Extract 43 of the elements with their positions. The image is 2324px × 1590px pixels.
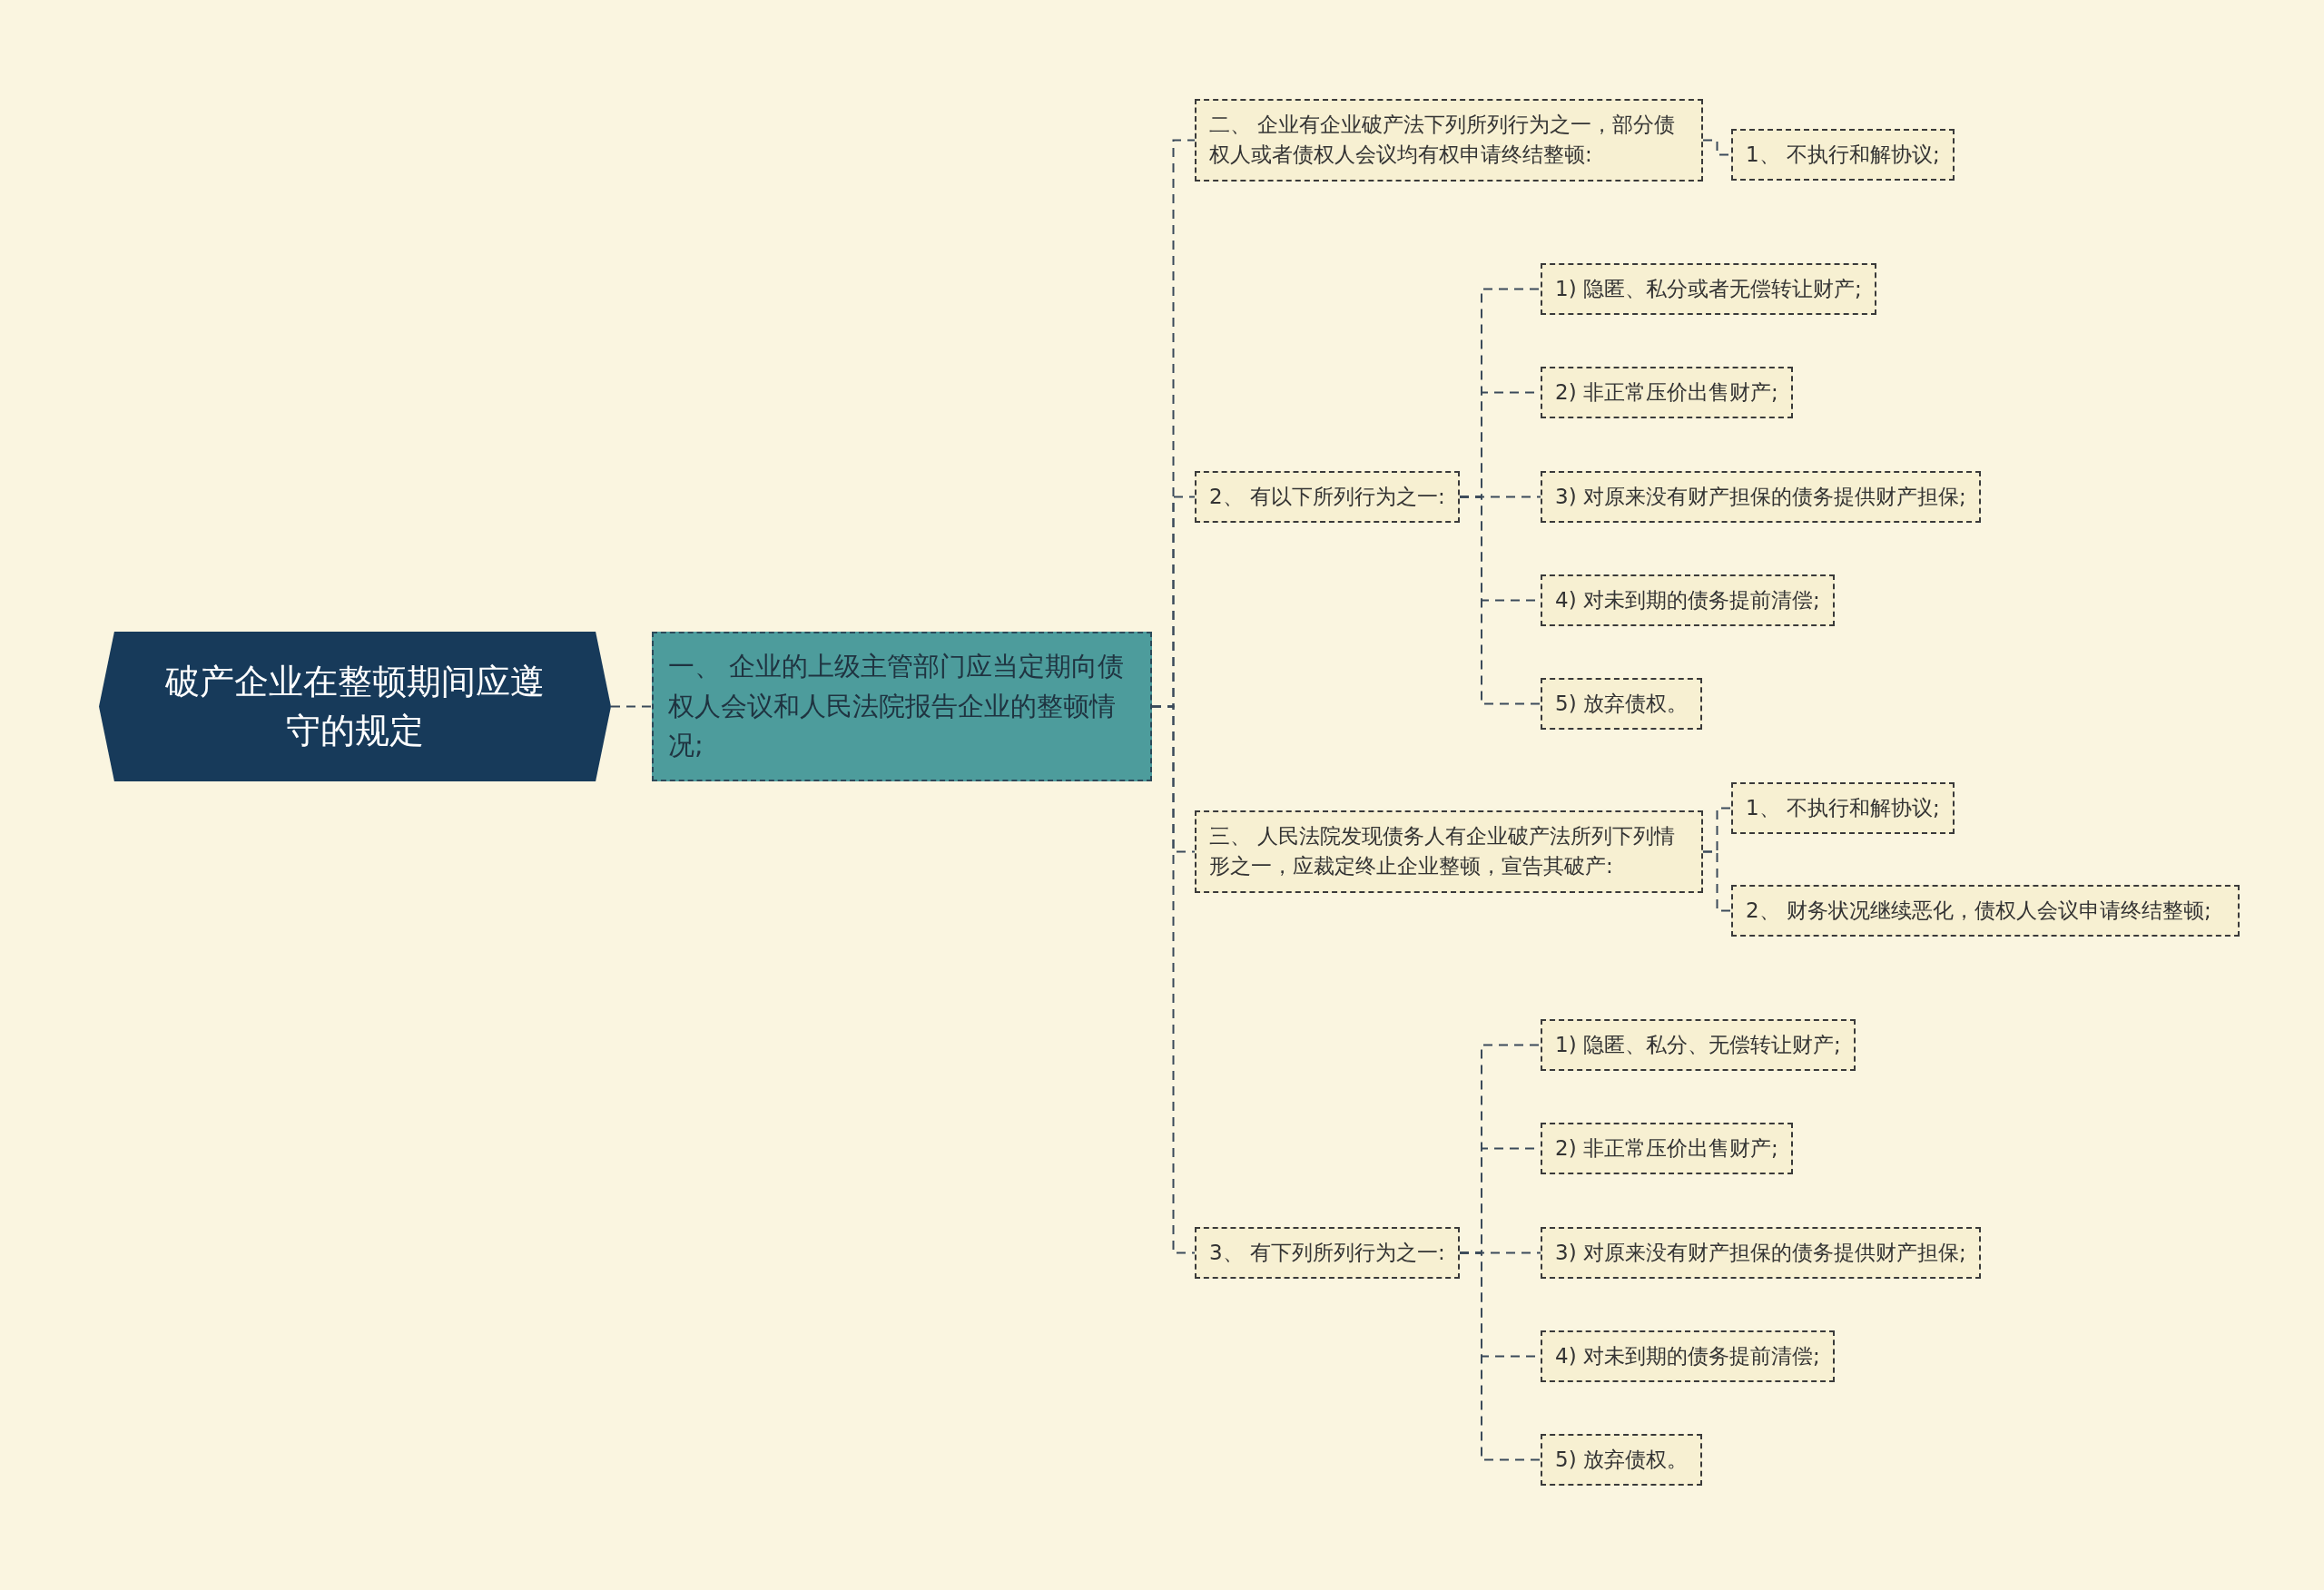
subtopic-box [1195,810,1703,893]
subtopic-box [1541,1434,1702,1487]
connector-line [1459,496,1541,705]
subtopic-box [1541,1123,1793,1175]
root-title: 破产企业在整顿期间应遵守的规定 [164,661,546,752]
subtopic-box [1541,1330,1835,1383]
subtopic-text: 5) 放弃债权。 [1555,1447,1688,1473]
subtopic-box [1541,678,1702,731]
subtopic-box [1541,263,1876,316]
subtopic-text: 三、 人民法院发现债务人有企业破产法所列下列情形之一，应裁定终止企业整顿，宣告其破产: [1209,823,1677,880]
subtopic-text: 3) 对原来没有财产担保的债务提供财产担保; [1555,1240,1966,1266]
subtopic-box [1195,99,1703,182]
subtopic-box [1731,129,1955,182]
subtopic-text: 1) 隐匿、私分、无偿转让财产; [1555,1032,1841,1058]
subtopic-text: 1、 不执行和解协议; [1746,795,1940,821]
subtopic-box [1731,782,1955,835]
subtopic-text: 二、 企业有企业破产法下列所列行为之一，部分债权人或者债权人会议均有权申请终结整顿: [1209,112,1677,169]
subtopic-text: 2) 非正常压价出售财产; [1555,379,1778,406]
subtopic-text: 2) 非正常压价出售财产; [1555,1135,1778,1162]
connector-line [610,705,653,708]
subtopic-box [1541,1019,1856,1072]
subtopic-text: 3、 有下列所列行为之一: [1209,1240,1445,1266]
subtopic-box [1541,574,1835,627]
root-topic-hexagon [99,632,611,781]
subtopic-text: 4) 对未到期的债务提前清偿; [1555,587,1820,613]
main-topic-box [652,632,1152,781]
connector-line [1459,1251,1541,1461]
subtopic-box [1541,367,1793,419]
subtopic-text: 3) 对原来没有财产担保的债务提供财产担保; [1555,484,1966,510]
subtopic-text: 4) 对未到期的债务提前清偿; [1555,1343,1820,1369]
subtopic-text: 1、 不执行和解协议; [1746,142,1940,168]
connector-line [1702,850,1732,912]
subtopic-box [1731,885,2240,937]
subtopic-box [1541,471,1981,524]
subtopic-text: 1) 隐匿、私分或者无偿转让财产; [1555,276,1862,302]
subtopic-text: 2、 财务状况继续恶化，债权人会议申请终结整顿; [1746,898,2211,924]
subtopic-box [1195,471,1460,524]
connector-line [1151,705,1196,1254]
subtopic-text: 5) 放弃债权。 [1555,691,1688,717]
subtopic-text: 2、 有以下所列行为之一: [1209,484,1445,510]
topic-text: 一、 企业的上级主管部门应当定期向债权人会议和人民法院报告企业的整顿情况; [668,650,1126,763]
subtopic-box [1195,1227,1460,1280]
subtopic-box [1541,1227,1981,1280]
